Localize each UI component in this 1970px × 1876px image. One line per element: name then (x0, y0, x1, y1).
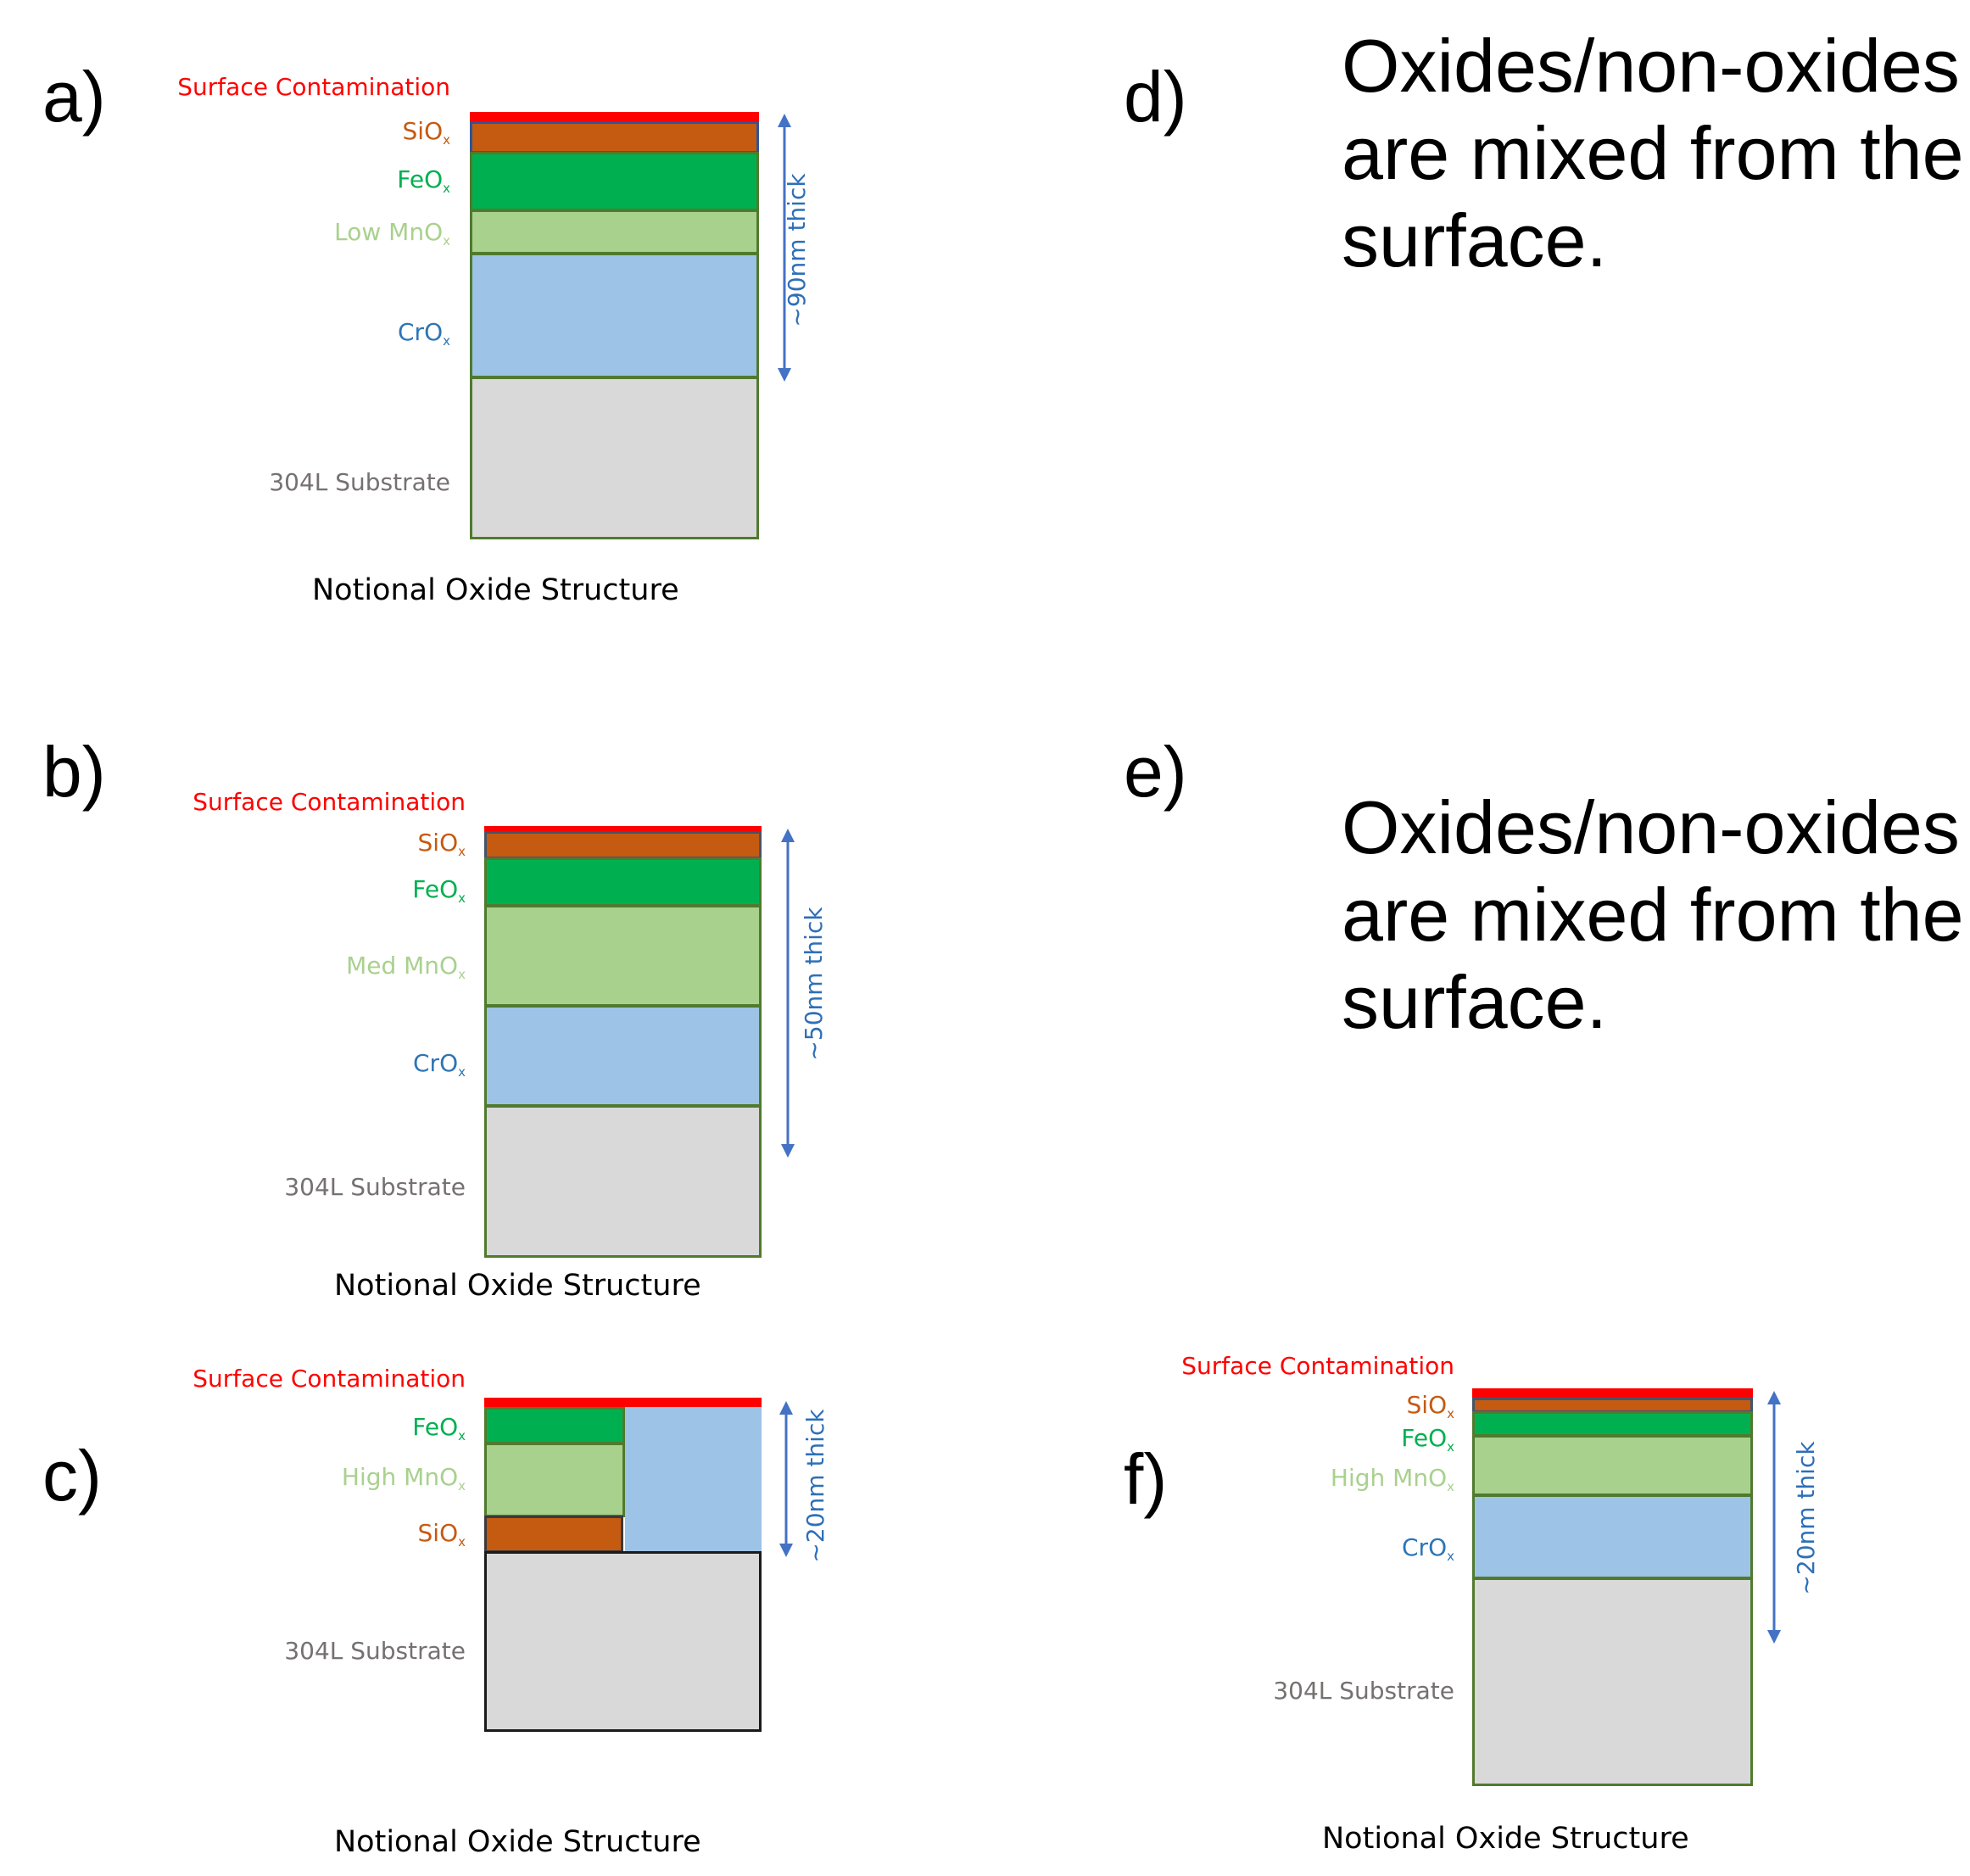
note-line-1: Oxides/non-oxides (1342, 24, 1960, 108)
mixed-oxide-note: Oxides/non-oxides are mixed from the sur… (1342, 22, 1964, 284)
caption: Notional Oxide Structure (312, 573, 679, 607)
note-line-2: are mixed from the (1342, 111, 1964, 195)
label-mno: Med MnOx (346, 952, 466, 982)
layer-cro (470, 253, 759, 378)
layer-cro-region (625, 1407, 762, 1553)
label-sio: SiOx (417, 1519, 466, 1549)
panel-f-letter: f) (1124, 1439, 1168, 1519)
panel-c-letter: c) (42, 1436, 102, 1516)
label-substrate: 304L Substrate (1273, 1677, 1454, 1705)
layer-substrate (484, 1551, 762, 1732)
layer-sio (484, 831, 762, 859)
label-sio: SiOx (417, 829, 466, 859)
panel-e-letter: e) (1124, 732, 1187, 812)
panel-a-letter: a) (42, 57, 106, 137)
label-cro: CrOx (398, 318, 450, 349)
layer-substrate (470, 377, 759, 539)
thickness-label: ~90nm thick (783, 173, 811, 327)
label-substrate: 304L Substrate (269, 468, 450, 496)
caption: Notional Oxide Structure (334, 1269, 701, 1303)
thickness-label: ~50nm thick (800, 907, 828, 1061)
layer-substrate (484, 1105, 762, 1258)
layer-feo (1472, 1411, 1753, 1437)
label-sio: SiOx (1406, 1391, 1454, 1421)
label-surface-contamination: Surface Contamination (193, 1365, 466, 1393)
note-line-3: surface. (1342, 960, 1608, 1044)
layer-cro (484, 1005, 762, 1107)
label-mno: High MnOx (341, 1463, 466, 1494)
layer-surface-contamination (484, 826, 762, 832)
panel-d-letter: d) (1124, 57, 1187, 137)
label-surface-contamination: Surface Contamination (193, 788, 466, 816)
label-mno: Low MnOx (334, 218, 450, 248)
label-substrate: 304L Substrate (284, 1173, 466, 1201)
thickness-label: ~20nm thick (1792, 1441, 1820, 1595)
note-line-2: are mixed from the (1342, 873, 1964, 957)
layer-mno (470, 209, 759, 254)
thickness-label: ~20nm thick (801, 1409, 829, 1563)
label-feo: FeOx (1401, 1424, 1454, 1454)
panel-b-letter: b) (42, 732, 106, 812)
caption: Notional Oxide Structure (334, 1825, 701, 1859)
layer-feo (484, 1407, 625, 1444)
label-cro: CrOx (413, 1049, 466, 1080)
layer-substrate (1472, 1577, 1753, 1786)
label-sio: SiOx (402, 117, 450, 148)
layer-cro (1472, 1494, 1753, 1579)
layer-sio (470, 121, 759, 154)
label-surface-contamination: Surface Contamination (177, 73, 450, 101)
note-line-3: surface. (1342, 198, 1608, 282)
layer-feo (470, 152, 759, 211)
label-cro: CrOx (1402, 1533, 1454, 1564)
layer-mno (1472, 1435, 1753, 1496)
layer-sio (484, 1516, 623, 1553)
label-feo: FeOx (412, 875, 466, 906)
layer-surface-contamination (470, 112, 759, 122)
label-surface-contamination: Surface Contamination (1181, 1352, 1454, 1380)
label-substrate: 304L Substrate (284, 1637, 466, 1665)
layer-mno (484, 905, 762, 1007)
note-line-1: Oxides/non-oxides (1342, 785, 1960, 869)
mixed-oxide-note: Oxides/non-oxides are mixed from the sur… (1342, 784, 1964, 1046)
label-mno: High MnOx (1330, 1464, 1454, 1494)
thickness-arrow (778, 114, 791, 382)
label-feo: FeOx (412, 1413, 466, 1443)
layer-mno (484, 1443, 625, 1517)
layer-feo (484, 857, 762, 907)
label-feo: FeOx (397, 165, 450, 196)
caption: Notional Oxide Structure (1322, 1822, 1689, 1856)
layer-surface-contamination (1472, 1388, 1753, 1399)
thickness-arrow (1767, 1391, 1781, 1644)
layer-surface-contamination (484, 1398, 762, 1408)
thickness-arrow (781, 829, 795, 1158)
thickness-arrow (779, 1401, 793, 1557)
